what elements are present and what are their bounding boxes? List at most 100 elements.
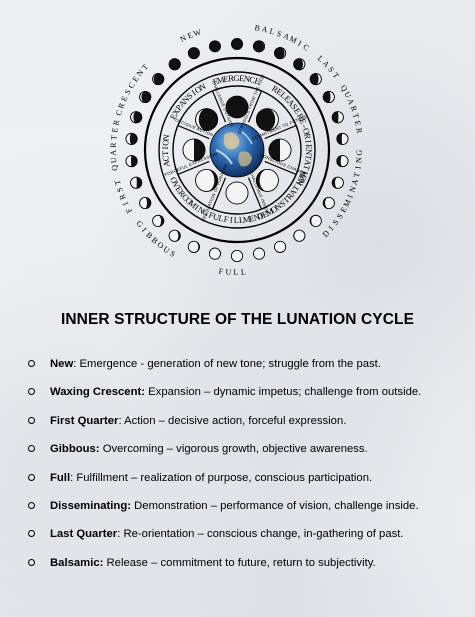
svg-text:I: I bbox=[293, 179, 304, 187]
svg-text:U: U bbox=[225, 267, 233, 276]
bullet-icon bbox=[28, 416, 35, 424]
moon-phase-icon bbox=[331, 176, 344, 189]
svg-text:B: B bbox=[144, 230, 155, 241]
svg-text:L: L bbox=[241, 267, 248, 276]
svg-text:T: T bbox=[351, 112, 361, 120]
svg-text:R: R bbox=[348, 105, 359, 114]
svg-text:S: S bbox=[289, 102, 301, 113]
moon-phase-icon bbox=[274, 47, 287, 60]
svg-text:M: M bbox=[216, 74, 227, 86]
svg-text:C: C bbox=[126, 80, 137, 90]
svg-text:T: T bbox=[160, 149, 170, 156]
moon-phase-icon bbox=[130, 111, 143, 124]
svg-text:O: O bbox=[168, 175, 180, 186]
moon-phase-icon bbox=[253, 247, 266, 260]
svg-text:I: I bbox=[189, 87, 198, 97]
outer-moon-phases bbox=[125, 38, 349, 262]
moon-phase-icon bbox=[253, 40, 266, 53]
svg-text:I: I bbox=[120, 200, 130, 207]
svg-text:Q: Q bbox=[110, 163, 120, 171]
svg-text:N: N bbox=[273, 200, 285, 212]
ring-label: ACTION bbox=[160, 132, 172, 167]
list-item-first-quarter: First Quarter: Action – decisive action,… bbox=[28, 413, 421, 441]
svg-text:N: N bbox=[252, 211, 262, 223]
svg-text:E: E bbox=[110, 126, 120, 133]
svg-text:A: A bbox=[346, 97, 357, 107]
svg-text:E: E bbox=[212, 75, 221, 86]
svg-text:A: A bbox=[287, 186, 299, 198]
svg-text:P: P bbox=[173, 102, 185, 113]
lunation-wheel-diagram: EMERGENCERELEASERE-ORIENTATIONDEMONSTRAT… bbox=[109, 23, 364, 277]
moon-phase-icon bbox=[139, 91, 152, 104]
svg-text:L: L bbox=[234, 215, 240, 225]
svg-text:E: E bbox=[282, 93, 294, 105]
svg-text:N: N bbox=[348, 184, 359, 193]
svg-text:C: C bbox=[180, 192, 192, 204]
svg-text:O: O bbox=[301, 127, 313, 137]
svg-text:T: T bbox=[290, 182, 302, 193]
svg-text:G: G bbox=[355, 149, 364, 156]
svg-text:E: E bbox=[239, 73, 246, 83]
svg-text:A: A bbox=[321, 59, 332, 70]
svg-text:R: R bbox=[109, 141, 118, 148]
moon-phase-icon bbox=[293, 58, 306, 71]
moon-phase-icon bbox=[125, 155, 138, 168]
svg-text:E: E bbox=[168, 111, 180, 121]
svg-text:U: U bbox=[109, 156, 119, 164]
svg-text:W: W bbox=[192, 27, 203, 38]
svg-text:U: U bbox=[212, 211, 222, 223]
moon-phase-icon bbox=[293, 229, 306, 242]
svg-text:R: R bbox=[302, 133, 313, 142]
svg-text:A: A bbox=[302, 159, 313, 168]
svg-text:I: I bbox=[303, 140, 313, 145]
svg-text:L: L bbox=[239, 215, 246, 225]
svg-text:I: I bbox=[327, 223, 336, 232]
svg-text:I: I bbox=[193, 202, 202, 213]
moon-phase-icon bbox=[187, 47, 200, 60]
moon-phase-icon bbox=[208, 40, 221, 53]
outer-label: NEW bbox=[179, 27, 204, 44]
svg-text:F: F bbox=[207, 210, 216, 221]
svg-text:R: R bbox=[176, 188, 188, 200]
page-title: INNER STRUCTURE OF THE LUNATION CYCLE bbox=[60, 311, 415, 328]
svg-text:R: R bbox=[111, 118, 121, 126]
svg-text:T: T bbox=[140, 62, 151, 73]
moon-phase-icon bbox=[331, 111, 344, 124]
svg-text:C: C bbox=[248, 74, 257, 85]
svg-text:D: D bbox=[256, 210, 266, 222]
spoke-line bbox=[247, 90, 263, 123]
svg-text:S: S bbox=[115, 185, 125, 193]
moon-phase-icon bbox=[336, 155, 349, 168]
svg-text:U: U bbox=[161, 245, 172, 256]
svg-text:T: T bbox=[112, 178, 122, 186]
moon-phase-icon bbox=[152, 214, 165, 227]
wheel-spokes bbox=[177, 90, 297, 210]
moon-phase-icon bbox=[208, 247, 221, 260]
svg-text:T: T bbox=[301, 164, 312, 173]
inner-moon-phases bbox=[182, 95, 292, 205]
inner-moon-icon bbox=[225, 181, 249, 205]
moon-phase-icon bbox=[139, 196, 152, 209]
svg-text:A: A bbox=[350, 177, 361, 186]
svg-text:I: I bbox=[296, 39, 304, 49]
svg-text:S: S bbox=[184, 90, 195, 101]
svg-text:E: E bbox=[131, 74, 142, 84]
svg-text:R: R bbox=[117, 192, 128, 201]
svg-text:E: E bbox=[339, 204, 350, 214]
svg-text:N: N bbox=[135, 67, 146, 78]
svg-text:O: O bbox=[295, 173, 307, 184]
spoke-line bbox=[264, 160, 297, 176]
inner-moon-icon bbox=[225, 95, 249, 119]
svg-text:G: G bbox=[201, 207, 212, 219]
list-item-last-quarter: Last Quarter: Re-orientation – conscious… bbox=[28, 526, 421, 554]
bullet-icon bbox=[28, 558, 35, 566]
svg-text:I: I bbox=[300, 170, 311, 177]
svg-text:L: L bbox=[218, 213, 226, 224]
inner-moon-icon bbox=[256, 169, 279, 192]
